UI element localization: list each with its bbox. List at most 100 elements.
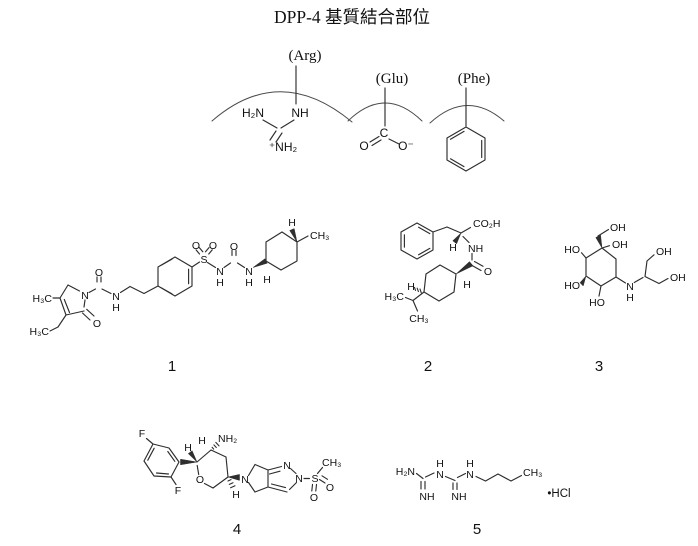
atom-label: N [216,266,224,278]
atom-label: H₃C [30,326,50,338]
molecule-3-bonds [580,228,669,297]
atom-label: H [263,274,271,286]
atom-label: O [359,139,368,153]
atom-label: NH [419,491,434,503]
atom-label: OH [670,272,686,284]
atom-label: O [196,474,204,486]
atom-label: OH [612,239,628,251]
stereo-wedge [452,232,462,245]
stereo-wedge [595,235,603,249]
atom-label: NH [291,106,308,120]
molecule-2-bonds [400,222,484,312]
atom-label: CH₃ [523,467,542,479]
atom-label: O [484,266,492,278]
atom-label: CH₃ [310,230,329,242]
atom-label: N [626,281,634,293]
stereo-wedge [180,458,198,466]
atom-label: H [112,302,120,314]
atom-label: O [192,240,200,252]
stereo-wedge [188,450,198,463]
molecule-4-bonds [143,437,329,493]
atom-label: O [326,482,334,494]
compound-number-1: 1 [168,358,176,375]
atom-label: S [200,254,207,266]
atom-label: HO [564,244,580,256]
atom-label: NH [451,491,466,503]
molecule-1-bonds [49,231,309,332]
atom-label: H [626,292,634,304]
atom-label: F [139,428,145,440]
atom-label: O⁻ [398,139,414,153]
atom-label: F [175,485,181,497]
molecule-3-atom-labels: OH OH HO HO HO NH OH OH [564,222,686,309]
atom-label: CH₃ [322,457,341,469]
atom-label: O [95,267,103,279]
atom-label: H₂N [396,466,415,478]
atom-label: O [93,318,101,330]
atom-label: H [245,277,253,289]
atom-label: C [380,126,389,140]
atom-label: H [463,279,471,291]
atom-label: H₃C [385,291,405,303]
atom-label: S [311,473,318,485]
atom-label: H₂N [242,106,264,120]
compound-number-3: 3 [595,358,603,375]
stereo-wedge [455,261,474,275]
atom-label: O [310,492,318,504]
atom-label: O [230,241,238,253]
atom-label: N [245,266,253,278]
salt-label: •HCl [547,488,570,500]
stereo-wedge [289,228,298,243]
atom-label: HO [589,297,605,309]
atom-label: H [288,217,296,229]
residue-label-arg: (Arg) [288,48,321,64]
atom-label: N [436,469,444,481]
atom-label: OH [656,246,672,258]
atom-label: H [407,281,415,293]
atom-label: CH₃ [409,313,428,325]
residue-label-glu: (Glu) [376,71,409,87]
stereo-hash [413,286,422,294]
molecule-5-bonds [415,472,523,491]
atom-label: H [184,442,192,454]
atom-label: H [436,458,444,470]
atom-label: OH [610,222,626,234]
stereo-wedge [252,258,268,268]
stereo-wedge [227,474,240,481]
atom-label: NH₂ [218,433,237,445]
atom-label: HO [564,280,580,292]
binding-site-bonds [262,65,486,172]
compound-number-2: 2 [424,358,432,375]
atom-label: N [81,290,89,302]
stereo-wedge [579,275,587,287]
atom-label: N [283,460,291,472]
molecule-3-voglibose: OH OH HO HO HO NH OH OH 3 [564,222,686,375]
atom-label: H [232,489,240,501]
stereo-hash [211,441,220,450]
atom-label: ⁺NH₂ [269,140,298,154]
atom-label: N [295,473,303,485]
atom-label: H [466,458,474,470]
atom-label: H [198,435,206,447]
atom-label: O [209,240,217,252]
atom-label: CO₂H [473,218,500,230]
compound-number-4: 4 [233,521,241,538]
atom-label: H [216,277,224,289]
atom-label: H₃C [33,293,53,305]
atom-label: N [112,291,120,303]
figure-title: DPP-4 基質結合部位 [274,7,430,27]
atom-label: N [466,469,474,481]
atom-label: N [241,474,249,486]
binding-site-atom-labels: H₂N NH ⁺NH₂ OC O⁻ [242,106,414,154]
atom-label: NH [468,243,483,255]
